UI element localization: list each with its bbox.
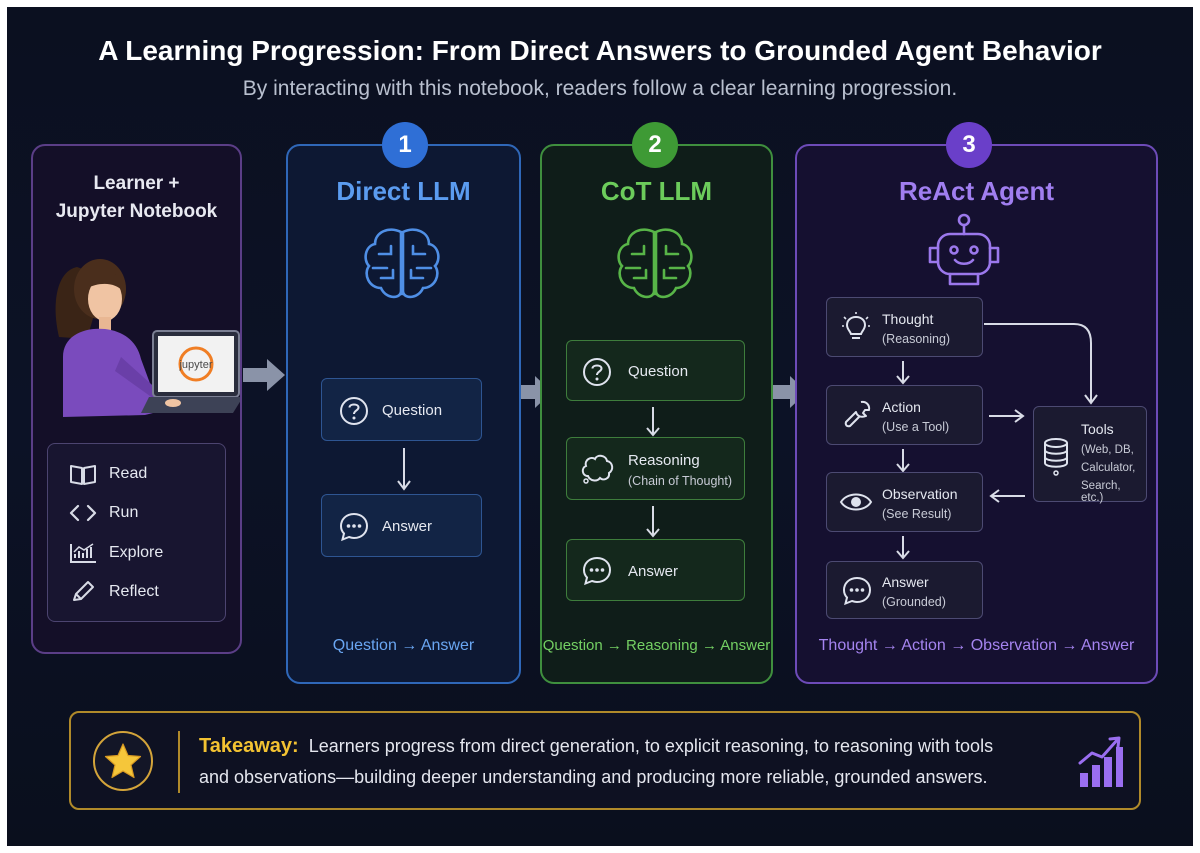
direct-answer-node: Answer [321, 494, 482, 557]
database-icon [1044, 438, 1068, 476]
cot-answer-label: Answer [628, 563, 679, 580]
react-observation-label: Observation [882, 486, 958, 502]
chat-icon [842, 576, 872, 606]
learner-actions-menu: Read Run Explore Reflect [47, 443, 226, 622]
react-thought-label: Thought [882, 311, 934, 327]
pencil-icon [73, 581, 94, 601]
growth-chart-icon [1078, 736, 1123, 787]
react-flow-caption: Thought → Action → Observation → Answer [818, 637, 1135, 654]
stage-1-badge: 1 [382, 122, 428, 168]
down-arrow-icon [896, 361, 910, 385]
diagram-canvas: A Learning Progression: From Direct Answ… [7, 7, 1193, 846]
react-action-node: Action (Use a Tool) [826, 385, 983, 445]
cot-reasoning-node: Reasoning (Chain of Thought) [566, 437, 745, 500]
learner-title-line2: Jupyter Notebook [55, 201, 218, 222]
takeaway-line-2: and observations—building deeper underst… [199, 767, 988, 787]
cot-reasoning-label: Reasoning [628, 452, 700, 469]
thought-cloud-icon [581, 454, 614, 484]
down-arrow-icon [646, 506, 660, 538]
down-arrow-icon [646, 407, 660, 437]
star-icon [93, 731, 153, 791]
menu-item-explore-label: Explore [109, 544, 164, 561]
takeaway-label: Takeaway: [199, 735, 299, 757]
menu-item-read[interactable]: Read [68, 462, 218, 486]
react-observation-sublabel: (See Result) [882, 507, 952, 521]
direct-answer-label: Answer [382, 518, 433, 535]
jupyter-logo-text: jupyter [178, 359, 212, 371]
takeaway-text-line-1: Learners progress from direct generation… [308, 736, 994, 756]
chat-icon [582, 556, 612, 586]
takeaway-divider [178, 731, 180, 793]
menu-item-explore[interactable]: Explore [68, 541, 218, 565]
robot-icon [928, 213, 1000, 286]
react-answer-label: Answer [882, 574, 929, 590]
react-tools-line-1: (Web, DB, [1081, 444, 1134, 456]
takeaway-line-1: Takeaway: Learners progress from direct … [199, 735, 993, 758]
page-title: A Learning Progression: From Direct Answ… [98, 35, 1102, 66]
stage-2-badge: 2 [632, 122, 678, 168]
menu-item-run[interactable]: Run [68, 501, 218, 525]
code-icon [69, 504, 97, 522]
thought-to-tools-arrow-icon [984, 323, 1098, 405]
chart-icon [70, 543, 96, 563]
react-thought-sublabel: (Reasoning) [882, 332, 951, 346]
direct-question-label: Question [382, 402, 443, 419]
wrench-icon [844, 400, 871, 428]
react-action-label: Action [882, 399, 921, 415]
react-answer-sublabel: (Grounded) [882, 595, 946, 609]
learner-laptop-illustration: jupyter [55, 259, 240, 417]
action-to-tools-arrow-icon [989, 409, 1025, 423]
cot-answer-node: Answer [566, 539, 745, 601]
stage-3-badge: 3 [946, 122, 992, 168]
menu-item-read-label: Read [109, 465, 148, 482]
lightbulb-icon [842, 312, 870, 339]
react-tools-node: Tools (Web, DB, Calculator, Search, etc.… [1033, 406, 1147, 504]
down-arrow-icon [896, 449, 910, 473]
react-action-sublabel: (Use a Tool) [882, 420, 950, 434]
react-agent-title: ReAct Agent [898, 176, 1055, 206]
direct-question-node: Question [321, 378, 482, 441]
arrow-to-stage-1-icon [243, 359, 285, 391]
cot-reasoning-sublabel: (Chain of Thought) [628, 474, 732, 488]
tools-to-observation-arrow-icon [989, 489, 1025, 503]
react-tools-line-3: Search, etc.) [1081, 480, 1121, 504]
cot-flow-caption: Question → Reasoning → Answer [542, 637, 771, 654]
direct-flow-caption: Question → Answer [332, 637, 475, 654]
cot-llm-title: CoT LLM [600, 176, 713, 206]
learner-panel-title: Learner + Jupyter Notebook [31, 170, 242, 226]
learner-title-line1: Learner + [93, 173, 180, 194]
react-observation-node: Observation (See Result) [826, 472, 983, 532]
question-icon [340, 397, 368, 425]
react-tools-line-2: Calculator, [1081, 462, 1136, 474]
react-thought-node: Thought (Reasoning) [826, 297, 983, 357]
brain-icon [364, 228, 440, 299]
cot-question-label: Question [628, 363, 689, 380]
menu-item-reflect-label: Reflect [109, 583, 159, 600]
direct-llm-title: Direct LLM [336, 176, 471, 206]
eye-icon [839, 493, 873, 511]
cot-question-node: Question [566, 340, 745, 401]
react-tools-label: Tools [1081, 421, 1114, 437]
brain-icon [617, 228, 693, 299]
page-subtitle: By interacting with this notebook, reade… [242, 77, 958, 100]
menu-item-reflect[interactable]: Reflect [68, 580, 218, 604]
down-arrow-icon [896, 536, 910, 560]
takeaway-box: Takeaway: Learners progress from direct … [69, 711, 1141, 810]
menu-item-run-label: Run [109, 504, 139, 521]
chat-icon [339, 512, 369, 542]
question-icon [583, 358, 611, 386]
down-arrow-icon [397, 448, 411, 491]
book-icon [70, 465, 96, 485]
react-answer-node: Answer (Grounded) [826, 561, 983, 619]
